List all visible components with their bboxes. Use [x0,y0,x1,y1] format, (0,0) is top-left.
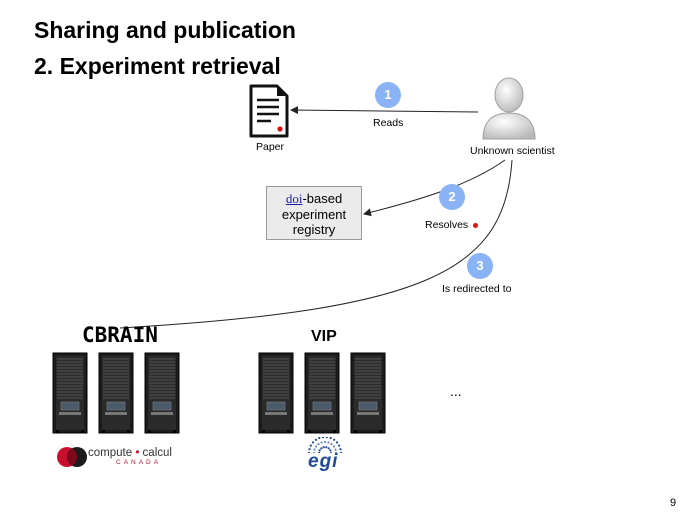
server-rack-icon [144,352,180,439]
step-2-badge: 2 [439,184,465,210]
slide-subtitle: 2. Experiment retrieval [34,53,281,79]
compute-canada-logo [56,446,88,473]
step-3-badge: 3 [467,253,493,279]
registry-line-2: experiment [281,206,347,222]
compute-canada-text: compute • calcul [88,447,172,459]
logo-word-canada: CANADA [116,459,162,466]
step-1-badge: 1 [375,82,401,108]
ellipsis: ... [450,383,462,399]
server-rack-icon [52,352,88,439]
step-2-row: Resolves [425,219,479,231]
logo-word-compute: compute [88,447,133,459]
page-number: 9 [670,497,677,509]
marker-dot-icon [473,222,479,228]
server-rack-icon [304,352,340,439]
registry-line-3: registry [292,222,336,237]
scientist-label: Unknown scientist [470,145,555,157]
doi-link[interactable]: doi [285,191,303,206]
arrow-resolves [363,159,506,217]
compute-canada-emblem-icon [57,447,87,467]
server-rack-icon [258,352,294,439]
vip-title: VIP [311,328,337,345]
registry-text-rest: -based [302,191,343,206]
slide-title: Sharing and publication [34,17,296,43]
egi-wordmark: egi [308,451,339,472]
paper-label: Paper [256,141,285,153]
logo-word-calcul: calcul [142,447,172,459]
logo-separator-icon: • [135,447,140,459]
server-rack-icon [98,352,134,439]
doi-registry-box: doi-based experiment registry [266,186,362,240]
cbrain-logo: CBRAIN [82,323,158,347]
document-icon [249,84,289,138]
step-3-label: Is redirected to [442,283,512,295]
egi-logo [306,436,344,458]
step-2-label: Resolves [425,219,469,231]
arrow-redirected [119,159,513,329]
step-1-label: Reads [373,117,404,129]
arrow-reads [290,106,479,115]
server-rack-icon [350,352,386,439]
person-icon [481,75,537,141]
